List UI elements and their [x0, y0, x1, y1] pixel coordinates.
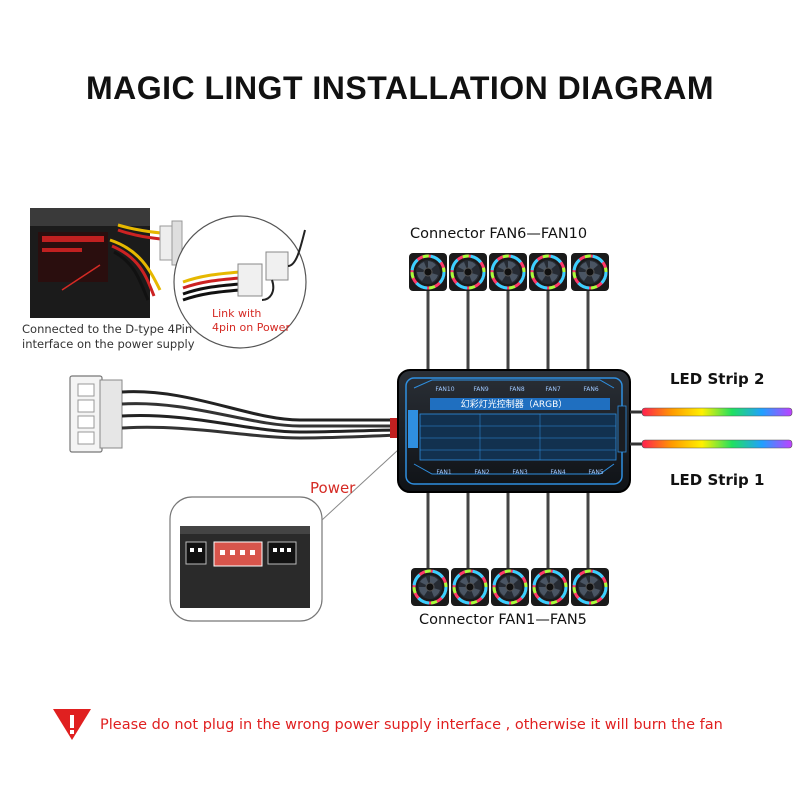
- fan-icon: [447, 251, 489, 293]
- led-strip-1-label: LED Strip 1: [670, 471, 765, 489]
- fan-icon: [487, 251, 529, 293]
- link-caption-line2: 4pin on Power: [212, 321, 290, 334]
- fan-icon: [569, 566, 611, 608]
- controller-name: 幻彩灯光控制器（ARGB）: [461, 398, 568, 410]
- psu-caption-line2: interface on the power supply: [22, 337, 195, 351]
- diagram-title: MAGIC LINGT INSTALLATION DIAGRAM: [85, 70, 715, 106]
- fan-icon: [527, 251, 569, 293]
- port-label-fan7: FAN7: [545, 386, 560, 393]
- fan-cables: [426, 290, 590, 568]
- link-caption-line1: Link with: [212, 307, 262, 320]
- port-label-fan6: FAN6: [583, 386, 598, 393]
- link-caption: Link with 4pin on Power: [212, 307, 290, 335]
- led-strip-2-label: LED Strip 2: [670, 370, 765, 388]
- psu-image: [30, 208, 183, 318]
- port-label-fan1: FAN1: [436, 469, 451, 476]
- port-label-fan4: FAN4: [550, 469, 565, 476]
- psu-caption: Connected to the D-type 4Pin interface o…: [22, 322, 195, 352]
- fan-icon: [569, 251, 611, 293]
- fan-icon: [449, 566, 491, 608]
- port-label-fan9: FAN9: [473, 386, 488, 393]
- fan-icon: [489, 566, 531, 608]
- port-label-fan3: FAN3: [512, 469, 527, 476]
- port-label-fan5: FAN5: [588, 469, 603, 476]
- connector-top-label: Connector FAN6—FAN10: [410, 226, 588, 242]
- fan-icon: [409, 566, 451, 608]
- argb-controller: [397, 369, 631, 493]
- bottom-fans: [409, 566, 611, 608]
- warning-triangle-icon: [53, 709, 91, 740]
- led-strip-1: [630, 439, 793, 449]
- fan-icon: [529, 566, 571, 608]
- molex-connector: [69, 375, 402, 453]
- led-strip-2: [630, 407, 793, 417]
- warning-text: Please do not plug in the wrong power su…: [100, 717, 723, 733]
- molex-zoom-circle: [173, 215, 307, 349]
- port-label-fan10: FAN10: [435, 386, 454, 393]
- port-label-fan8: FAN8: [509, 386, 524, 393]
- port-label-fan2: FAN2: [474, 469, 489, 476]
- power-port-zoom: [169, 449, 399, 622]
- top-fans: [407, 251, 611, 293]
- psu-caption-line1: Connected to the D-type 4Pin: [22, 322, 193, 336]
- power-label: Power: [310, 479, 356, 497]
- connector-bottom-label: Connector FAN1—FAN5: [419, 612, 587, 628]
- fan-icon: [407, 251, 449, 293]
